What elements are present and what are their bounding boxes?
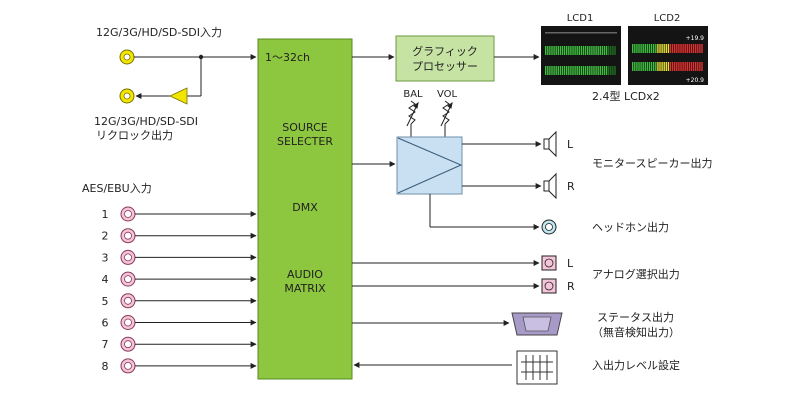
lcd1-label: LCD1 [567, 13, 594, 24]
aes-input-number: 7 [102, 338, 109, 351]
dmx-label: DMX [292, 201, 318, 214]
sdi-reclock-label-2: リクロック出力 [96, 128, 173, 142]
vol-control-symbol [440, 100, 453, 137]
dsub-connector-icon [511, 312, 563, 336]
aes-input-8: 8 [102, 358, 257, 374]
sdi-reclock-bnc-connector [119, 88, 135, 104]
lcd2-value-bottom: +20.9 [686, 77, 705, 84]
sdi-wiring [134, 54, 257, 99]
speaker-r-icon [543, 172, 557, 200]
aes-input-title: AES/EBU入力 [82, 182, 152, 195]
sdi-reclock-label-1: 12G/3G/HD/SD-SDI [94, 115, 198, 128]
analog-r-label: R [567, 280, 575, 293]
graphic-processor-label-1: グラフィック [412, 44, 478, 58]
aes-input-number: 3 [102, 251, 109, 264]
vol-label: VOL [437, 89, 458, 100]
aes-input-number: 6 [102, 317, 109, 330]
aes-input-7: 7 [102, 336, 257, 352]
level-setting-panel-icon [516, 350, 558, 385]
main-processing-block [257, 38, 353, 380]
audio-matrix-label-1: AUDIO [287, 268, 323, 281]
graphic-processor-label-2: プロセッサー [412, 60, 478, 73]
aes-input-3: 3 [102, 249, 257, 265]
aes-input-number: 8 [102, 360, 109, 373]
aes-input-2: 2 [102, 228, 257, 244]
aes-input-number: 4 [102, 273, 109, 286]
headphone-output-label: ヘッドホン出力 [592, 220, 669, 234]
monitor-l-label: L [567, 138, 574, 151]
amp-output-wiring [429, 141, 542, 230]
lcd2-value-top: +19.9 [686, 35, 705, 42]
speaker-l-icon [543, 130, 557, 158]
amplifier-triangle [397, 137, 463, 194]
bal-control-symbol [406, 100, 419, 137]
sdi-junction-dot [198, 54, 204, 60]
monitor-r-label: R [567, 180, 575, 193]
status-output-label-1: ステータス出力 [597, 310, 674, 324]
reclock-buffer-triangle [169, 87, 188, 105]
level-setting-label: 入出力レベル設定 [592, 358, 680, 372]
headphone-jack-icon [541, 219, 557, 235]
bal-label: BAL [403, 89, 423, 100]
sdi-input-bnc-connector [119, 49, 135, 65]
analog-l-label: L [567, 257, 574, 270]
graphic-processor-block [395, 35, 495, 82]
aes-input-number: 1 [102, 208, 109, 221]
aes-input-4: 4 [102, 271, 257, 287]
aes-input-number: 5 [102, 295, 109, 308]
sdi-input-label: 12G/3G/HD/SD-SDI入力 [96, 26, 222, 39]
aes-input-list: 1 2 3 4 5 6 7 8 [102, 206, 257, 374]
analog-l-xlr-connector [541, 255, 557, 271]
amplifier-block [396, 136, 463, 195]
analog-select-output-label: アナログ選択出力 [592, 267, 680, 281]
lcd2-screen: +19.9 +20.9 [628, 26, 708, 85]
source-selector-label-2: SELECTER [277, 135, 333, 148]
aes-input-1: 1 [102, 206, 257, 222]
channels-label: 1～32ch [265, 51, 310, 64]
aes-input-5: 5 [102, 293, 257, 309]
aes-input-6: 6 [102, 315, 257, 330]
aes-input-number: 2 [102, 230, 109, 243]
lcd2-label: LCD2 [654, 13, 681, 24]
monitor-speaker-output-label: モニタースピーカー出力 [592, 156, 712, 170]
analog-output-wiring [352, 260, 540, 289]
lcd-caption: 2.4型 LCDx2 [592, 89, 660, 103]
status-output-label-2: （無音検知出力） [592, 325, 680, 339]
source-selector-label-1: SOURCE [282, 121, 327, 134]
lcd1-screen [541, 26, 621, 85]
analog-r-xlr-connector [541, 278, 557, 294]
audio-matrix-label-2: MATRIX [284, 282, 326, 295]
